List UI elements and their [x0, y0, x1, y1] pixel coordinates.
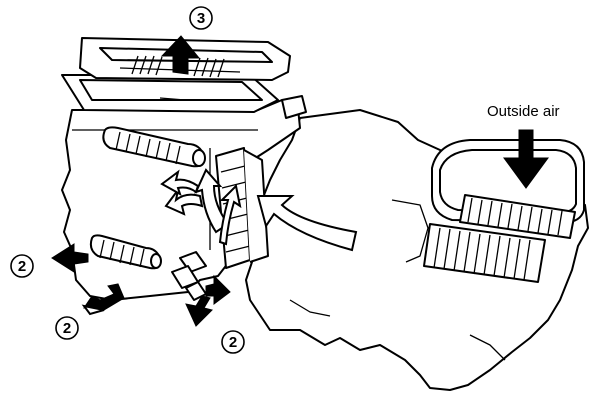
outlet-number-bottom-left: 2: [56, 317, 78, 339]
label-outside-air: Outside air: [487, 103, 560, 120]
outlet-2-bottom-left-label: 2: [63, 320, 71, 337]
outlet-number-bottom-right: 2: [222, 331, 244, 353]
outlet-number-top: 3: [190, 7, 212, 29]
outlet-number-left: 2: [11, 255, 33, 277]
blower-unit: [246, 110, 588, 390]
outlet-2-bottom-right-label: 2: [229, 334, 237, 351]
outside-air-label: Outside air: [487, 103, 560, 120]
outlet-3-label: 3: [197, 10, 205, 27]
outlet-2-left-label: 2: [18, 258, 26, 275]
